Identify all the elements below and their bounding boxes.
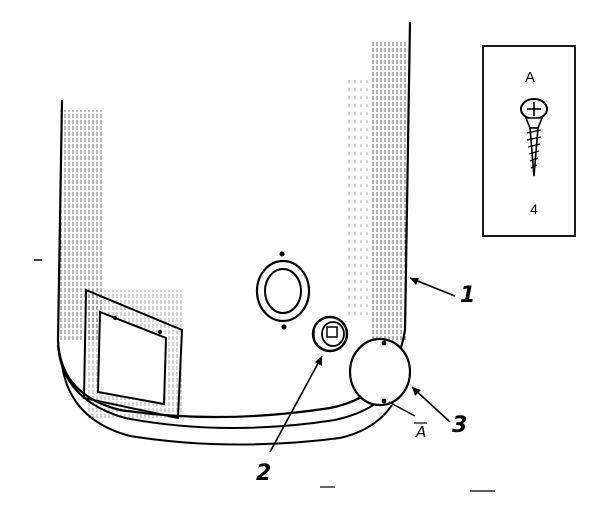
inset-label-top: A [525, 69, 535, 86]
callout-3: 3 [452, 413, 467, 438]
upper-element-port [255, 251, 311, 330]
screw-reference-label: A [415, 423, 426, 441]
inset-frame [482, 45, 576, 237]
inset-label-bottom: 4 [530, 201, 538, 217]
leader-lines [269, 277, 456, 453]
tank-body [34, 21, 412, 419]
drain-valve [311, 315, 349, 353]
bottom-skirt [57, 344, 393, 446]
access-panel [82, 288, 184, 420]
cover-screw [381, 340, 387, 346]
cover-plate [348, 337, 412, 407]
panel-screw [157, 329, 163, 335]
callout-2: 2 [256, 461, 271, 486]
cover-screw [381, 398, 387, 404]
panel-screw [112, 315, 118, 321]
access-panel-window [96, 310, 168, 406]
right-shading [372, 40, 408, 340]
screw-inset: A 4 [482, 45, 576, 237]
callout-1: 1 [460, 283, 475, 308]
screw-icon [520, 98, 548, 177]
